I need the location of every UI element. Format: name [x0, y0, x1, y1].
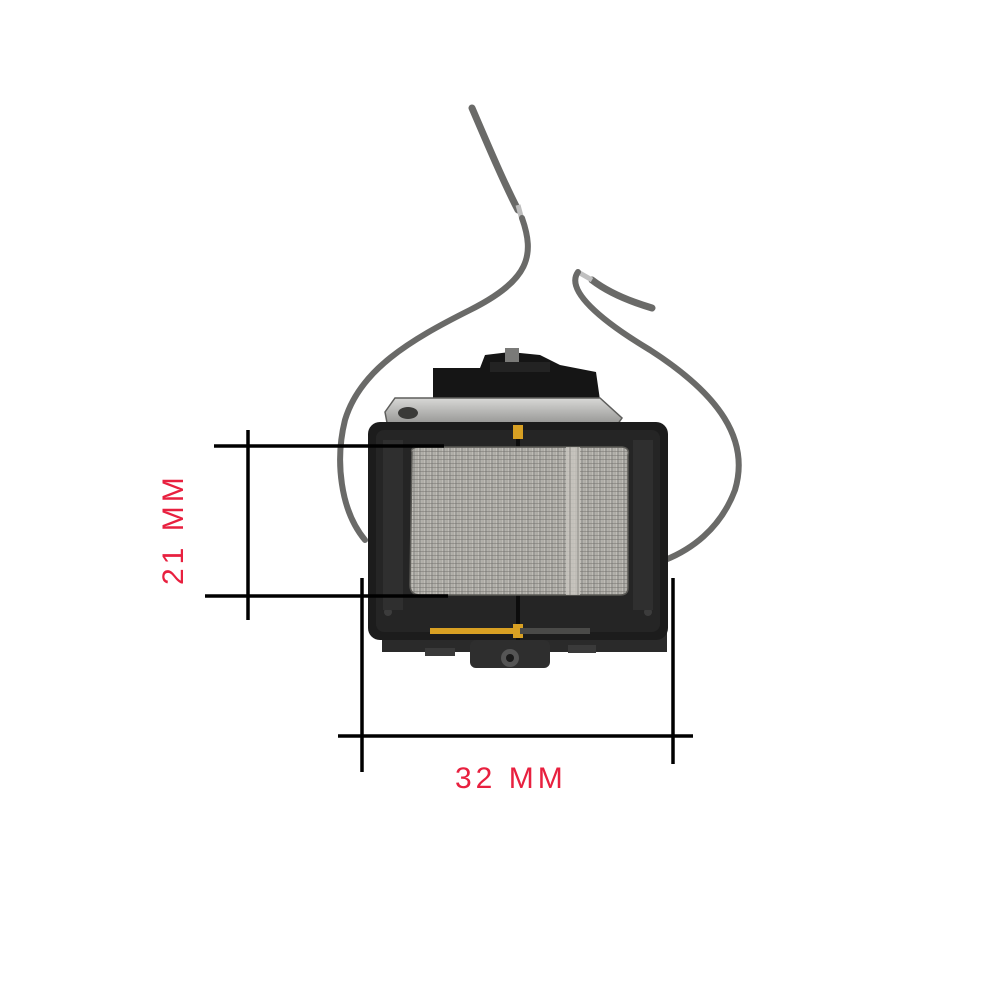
metal-bracket	[384, 397, 623, 429]
connector-block	[433, 348, 600, 400]
wire-left	[337, 104, 531, 543]
height-dimension-label: 21 MM	[157, 473, 190, 585]
laminated-core	[409, 446, 630, 596]
width-dimension-label: 32 MM	[455, 762, 567, 795]
height-dimension-lines	[205, 430, 448, 620]
wire-right	[572, 269, 742, 563]
width-dimension-lines	[338, 578, 693, 772]
